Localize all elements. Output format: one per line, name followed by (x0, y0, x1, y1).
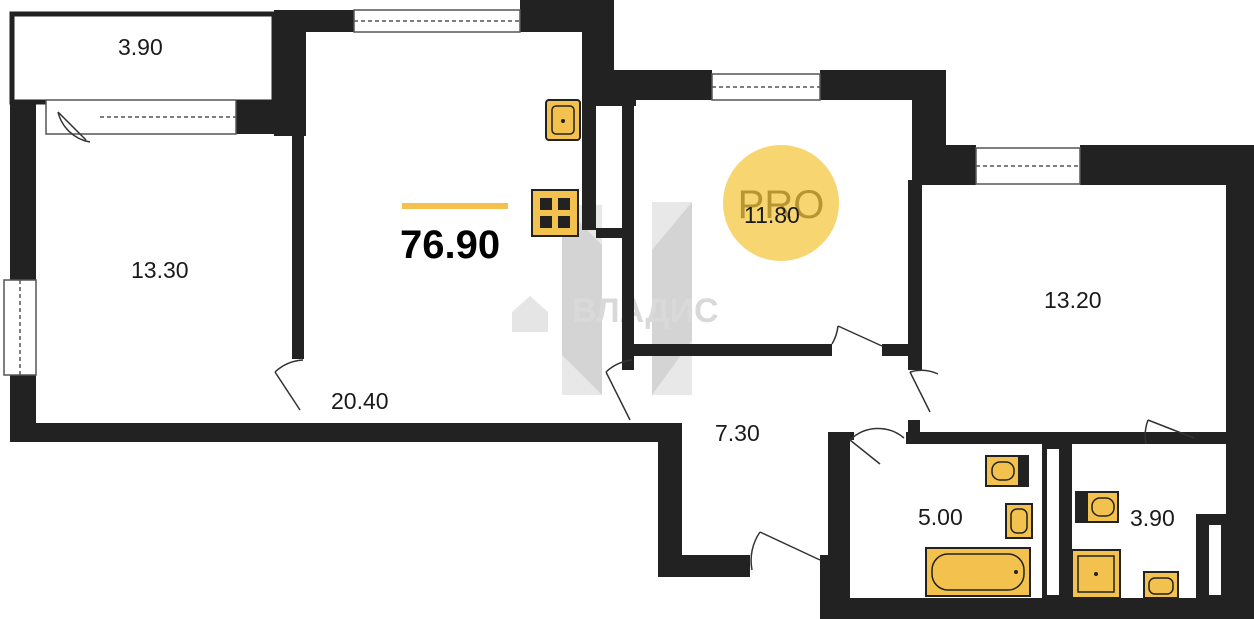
watermark-text: ВЛАДИС (572, 292, 719, 330)
windows (3, 9, 1081, 376)
toilet-niche (1207, 523, 1223, 597)
total-area-accent-bar (402, 203, 508, 209)
doors (57, 111, 1195, 571)
bathroom-toilet (985, 455, 1029, 487)
walls (10, 0, 1254, 619)
wc-sink (1143, 571, 1179, 599)
bathroom-sink (1005, 503, 1033, 539)
room-area-toilet: 3.90 (1130, 505, 1175, 531)
room-area-balcony: 3.90 (118, 34, 163, 60)
shaft (1045, 447, 1061, 597)
stove (531, 189, 579, 237)
room-area-bathroom: 5.00 (918, 504, 963, 530)
room-area-bedroom-right: 13.20 (1044, 287, 1102, 313)
room-area-hallway: 7.30 (715, 420, 760, 446)
room-area-living-room: 20.40 (331, 388, 389, 414)
kitchen-sink (545, 99, 581, 141)
pro-badge-text: PRO (738, 183, 825, 227)
wc-toilet (1075, 491, 1119, 523)
pro-badge (723, 145, 839, 261)
shower-tray (1071, 549, 1121, 599)
bathtub (925, 547, 1031, 597)
room-area-bedroom-left: 13.30 (131, 257, 189, 283)
total-area: 76.90 (400, 223, 500, 267)
room-area-kitchen: 11.80 (744, 202, 800, 228)
